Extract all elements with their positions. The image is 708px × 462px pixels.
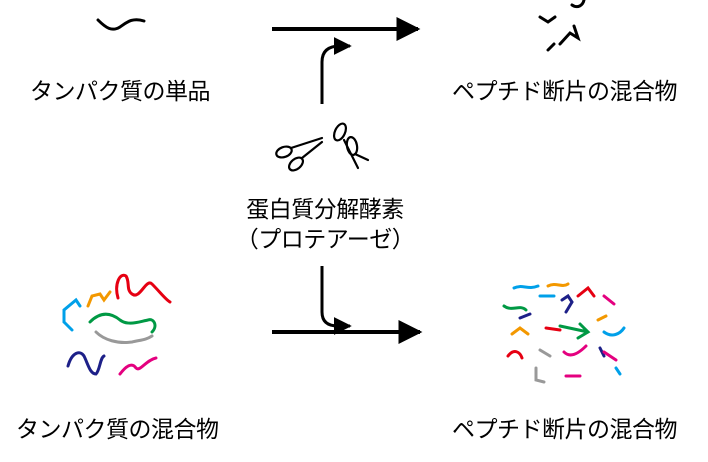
enzyme-arrow-top bbox=[320, 37, 352, 104]
enzyme-alias-label: （プロテアーゼ） bbox=[235, 227, 415, 253]
scissors-icon bbox=[275, 122, 370, 172]
peptide-mixture-fragments bbox=[502, 282, 626, 384]
single-protein-label: タンパク質の単品 bbox=[30, 79, 211, 105]
protein-mixture-strands bbox=[62, 273, 172, 376]
enzyme-arrow-bottom bbox=[320, 266, 352, 335]
peptide-fragments-top bbox=[538, 0, 586, 52]
protein-mix-label: タンパク質の混合物 bbox=[16, 417, 219, 443]
single-protein-strand bbox=[96, 18, 146, 31]
peptide-mix-bottom-label: ペプチド断片の混合物 bbox=[452, 417, 678, 443]
peptide-mix-top-label: ペプチド断片の混合物 bbox=[452, 79, 678, 105]
enzyme-name-label: 蛋白質分解酵素 bbox=[246, 197, 404, 223]
